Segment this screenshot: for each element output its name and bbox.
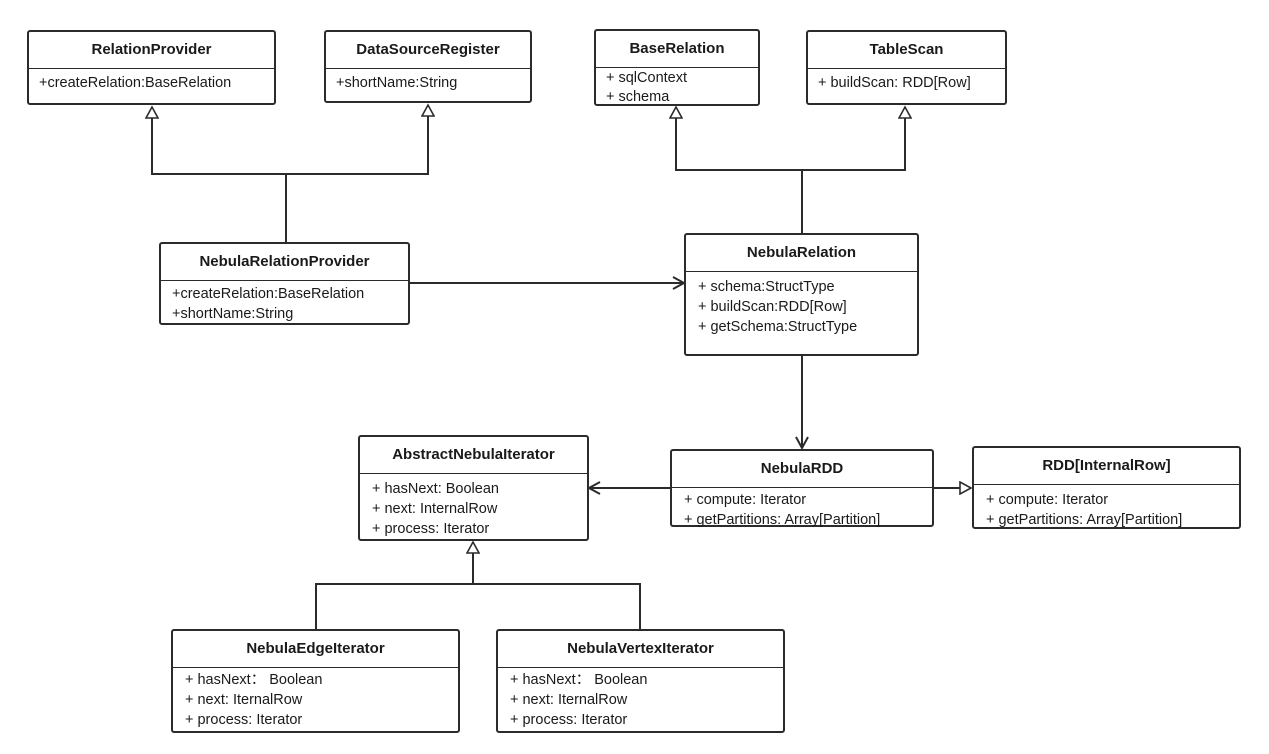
class-name: RDD[InternalRow] [974, 448, 1239, 485]
class-nebula-edge-iterator: NebulaEdgeIterator + hasNext： Boolean + … [171, 629, 460, 733]
class-members: +shortName:String [326, 69, 530, 93]
inherit-line-table-scan [802, 107, 905, 171]
class-relation-provider: RelationProvider +createRelation:BaseRel… [27, 30, 276, 105]
class-rdd-internal-row: RDD[InternalRow] + compute: Iterator + g… [972, 446, 1241, 529]
class-table-scan: TableScan + buildScan: RDD[Row] [806, 30, 1007, 105]
class-member: + schema:StructType [698, 279, 835, 295]
class-member: +shortName:String [336, 75, 458, 91]
class-members: +createRelation:BaseRelation [29, 69, 274, 93]
class-member: +shortName:String [172, 306, 294, 322]
inherit-line-datasource-register [286, 105, 428, 175]
class-members: + compute: Iterator + getPartitions: Arr… [974, 485, 1239, 530]
class-member: + getPartitions: Array[Partition] [684, 512, 881, 528]
class-name: RelationProvider [29, 32, 274, 69]
class-member: + getSchema:StructType [698, 319, 858, 335]
class-nebula-relation-provider: NebulaRelationProvider +createRelation:B… [159, 242, 410, 325]
class-members: + hasNext： Boolean + next: IternalRow + … [173, 668, 458, 730]
class-name: DataSourceRegister [326, 32, 530, 69]
class-datasource-register: DataSourceRegister +shortName:String [324, 30, 532, 103]
class-member: + hasNext： Boolean [185, 672, 323, 688]
class-nebula-relation: NebulaRelation + schema:StructType + bui… [684, 233, 919, 356]
class-member: + sqlContext [606, 70, 688, 86]
class-nebula-vertex-iterator: NebulaVertexIterator + hasNext： Boolean … [496, 629, 785, 733]
class-base-relation: BaseRelation + sqlContext + schema [594, 29, 760, 106]
class-members: + schema:StructType + buildScan:RDD[Row]… [686, 272, 917, 337]
class-member: + buildScan: RDD[Row] [818, 75, 971, 91]
class-members: +createRelation:BaseRelation +shortName:… [161, 281, 408, 324]
class-member: + compute: Iterator [986, 492, 1109, 508]
class-member: + next: IternalRow [185, 692, 303, 708]
class-name: TableScan [808, 32, 1005, 69]
class-nebula-rdd: NebulaRDD + compute: Iterator + getParti… [670, 449, 934, 530]
class-name: BaseRelation [596, 31, 758, 68]
class-member: + hasNext： Boolean [510, 672, 648, 688]
class-member: + getPartitions: Array[Partition] [986, 512, 1183, 528]
class-member: + process: Iterator [372, 521, 490, 537]
inherit-line-vertex-iterator [473, 583, 641, 629]
class-member: + next: IternalRow [510, 692, 628, 708]
class-members: + hasNext： Boolean + next: IternalRow + … [498, 668, 783, 730]
inherit-line-base-relation [676, 107, 803, 233]
class-member: + process: Iterator [510, 712, 628, 728]
class-name: NebulaRDD [672, 451, 932, 488]
inherit-line-relation-provider [152, 107, 287, 242]
class-member: + compute: Iterator [684, 492, 807, 508]
class-member: + hasNext: Boolean [372, 481, 499, 497]
class-abstract-nebula-iterator: AbstractNebulaIterator + hasNext: Boolea… [358, 435, 589, 541]
inherit-line-edge-iterator [315, 542, 473, 629]
class-member: + next: InternalRow [372, 501, 498, 517]
class-member: + schema [606, 89, 670, 105]
class-members: + hasNext: Boolean + next: InternalRow +… [360, 474, 587, 539]
class-members: + compute: Iterator + getPartitions: Arr… [672, 488, 932, 530]
class-member: + buildScan:RDD[Row] [698, 299, 847, 315]
class-name: NebulaVertexIterator [498, 631, 783, 668]
class-members: + buildScan: RDD[Row] [808, 69, 1005, 93]
class-member: +createRelation:BaseRelation [39, 75, 232, 91]
class-name: NebulaRelation [686, 235, 917, 272]
class-members: + sqlContext + schema [596, 68, 758, 107]
class-name: NebulaRelationProvider [161, 244, 408, 281]
class-member: +createRelation:BaseRelation [172, 286, 365, 302]
class-name: AbstractNebulaIterator [360, 437, 587, 474]
class-name: NebulaEdgeIterator [173, 631, 458, 668]
class-member: + process: Iterator [185, 712, 303, 728]
